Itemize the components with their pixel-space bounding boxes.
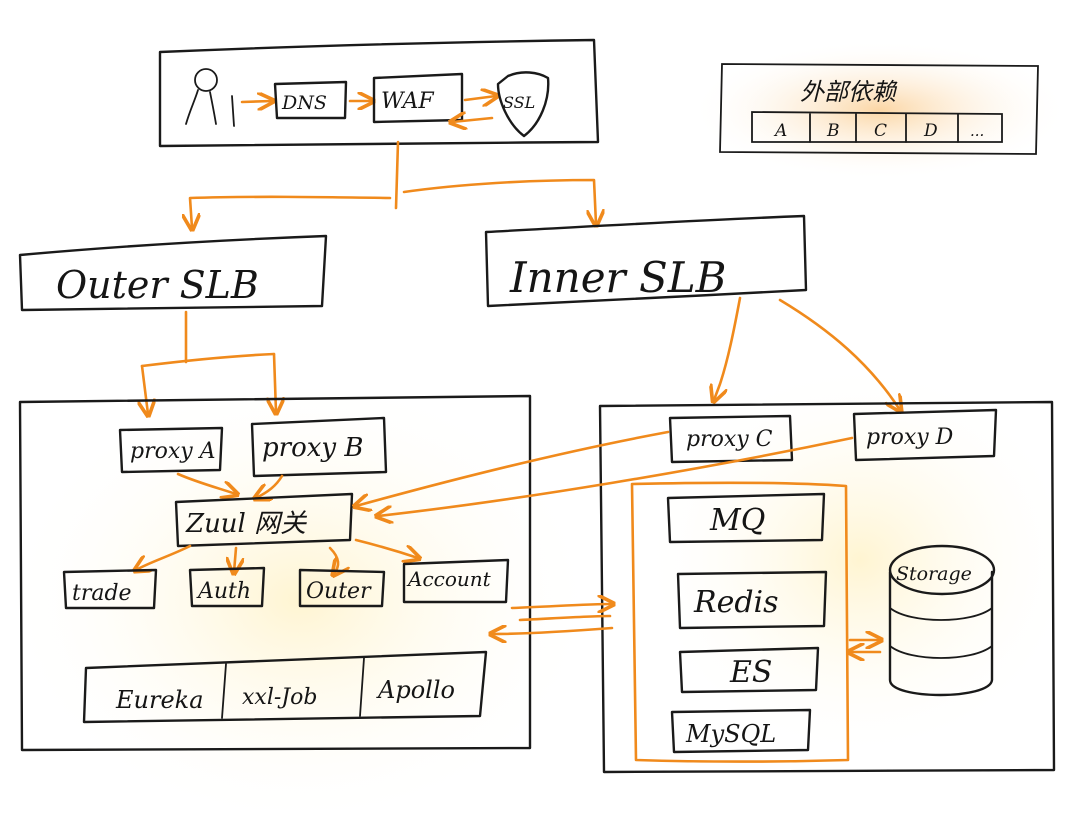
outer-slb-box: Outer SLB [18,234,328,312]
ssl-shield: SSL [496,71,550,138]
service-auth-label: Auth [196,579,251,604]
dep-item: A [773,121,787,141]
dns-label: DNS [281,92,327,114]
cross-cluster-arrows [492,604,612,634]
inner-slb-box: Inner SLB [484,214,808,308]
proxy-a-box: proxy A [118,426,224,474]
middleware-mysql-box: MySQL [670,708,812,754]
proxy-b-label: proxy B [262,433,363,463]
service-trade-label: trade [72,581,132,606]
proxy-a-label: proxy A [130,439,216,464]
service-outer-label: Outer [306,579,372,604]
middleware-es-box: ES [678,646,820,694]
service-account-label: Account [406,567,492,591]
left-cluster: proxy A proxy B Zuul 网关 trade Auth Outer [18,394,532,752]
infra-bar: Eureka xxl-Job Apollo [82,650,488,724]
proxy-c-box: proxy C [668,414,794,464]
infra-eureka-label: Eureka [115,686,204,714]
infra-divider [221,663,227,719]
infra-apollo-label: Apollo [376,676,455,704]
infra-divider [359,657,365,717]
proxy-d-box: proxy D [852,408,998,462]
storage-cylinder: Storage [888,544,996,697]
glow-right [640,360,1080,760]
middleware-redis-label: Redis [693,585,779,620]
waf-label: WAF [381,89,434,114]
middleware-mq-label: MQ [709,503,765,538]
service-account-box: Account [402,558,510,604]
waf-box: WAF [372,72,464,124]
right-cluster: proxy C proxy D MQ Redis ES MyS [356,400,1056,774]
dep-item: ... [970,122,984,140]
service-outer-box: Outer [298,568,386,608]
proxy-c-label: proxy C [686,427,773,452]
glow-sticky [690,40,1070,180]
dns-box: DNS [273,80,348,120]
ssl-label: SSL [503,93,535,112]
inner-slb-label: Inner SLB [509,253,727,302]
external-title: 外部依赖 [800,78,898,106]
storage-label: Storage [896,563,972,585]
dep-item: B [826,121,840,141]
proxy-d-label: proxy D [866,425,954,450]
infra-xxljob-label: xxl-Job [242,685,317,710]
service-auth-box: Auth [188,566,266,608]
middleware-group: MQ Redis ES MySQL [630,481,850,763]
user-icon [185,68,235,127]
dep-item: C [874,121,887,141]
middleware-mq-box: MQ [666,492,826,544]
proxy-b-box: proxy B [250,416,388,478]
entry-to-slb-arrows [190,140,596,228]
middleware-redis-box: Redis [676,570,828,630]
middleware-mysql-label: MySQL [685,720,776,748]
zuul-gateway-label: Zuul 网关 [185,509,307,539]
dep-item: D [923,121,938,141]
zuul-gateway-box: Zuul 网关 [174,492,354,548]
external-deps: 外部依赖 A B C D ... [719,63,1039,155]
middleware-es-label: ES [729,655,772,690]
service-trade-box: trade [62,568,158,610]
slb-to-proxy-arrows [142,296,900,414]
outer-slb-label: Outer SLB [56,263,259,307]
entry-box: DNS WAF SSL [158,38,600,148]
